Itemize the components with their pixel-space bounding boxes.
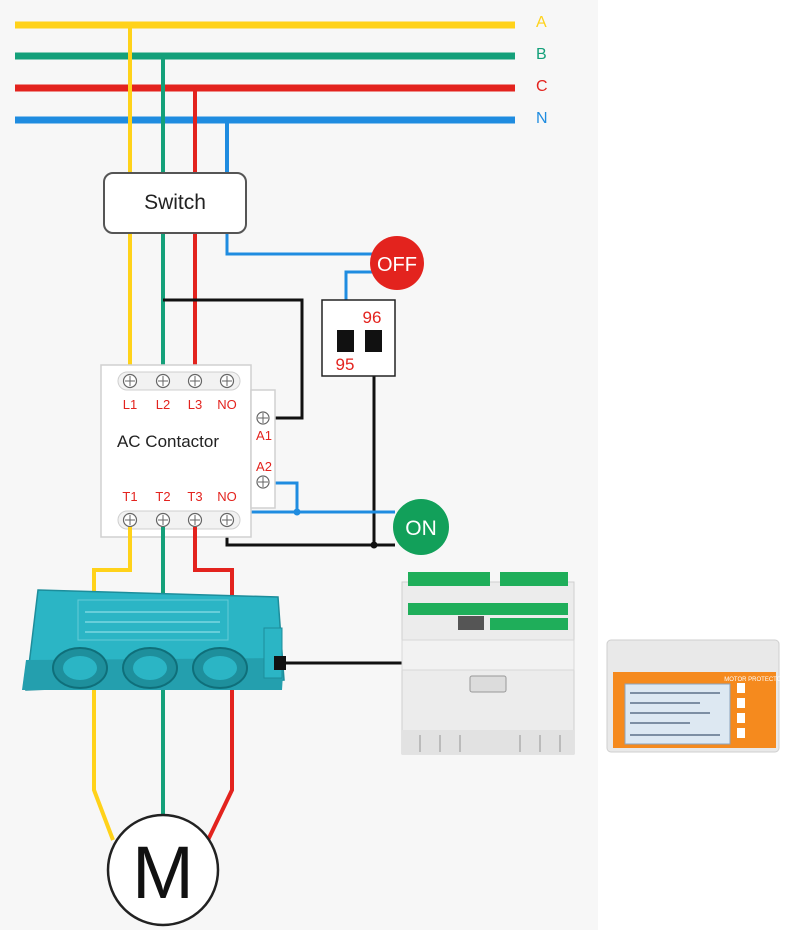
protection-module — [401, 572, 575, 755]
terminal-label-t1: T1 — [122, 489, 137, 504]
terminal-label-t3: T3 — [187, 489, 202, 504]
relay-label-95: 95 — [336, 355, 355, 374]
relay-contact-95 — [337, 330, 354, 352]
terminal-label-a2: A2 — [256, 459, 272, 474]
terminal-label-a1: A1 — [256, 428, 272, 443]
diagram-panel — [0, 0, 598, 930]
bus-label-c: C — [536, 78, 548, 95]
off-button — [370, 236, 424, 290]
off-button-label: OFF — [377, 254, 417, 276]
bus-label-n: N — [536, 110, 548, 127]
terminal-label-l1: L1 — [123, 397, 137, 412]
motor-protector-title: MOTOR PROTECTOR — [724, 677, 786, 683]
ac-contactor — [100, 364, 276, 538]
motor-label: M — [132, 831, 194, 914]
terminal-label-no-top: NO — [217, 397, 237, 412]
switch-box — [103, 172, 247, 234]
motor — [106, 813, 220, 927]
bottom-terminal-screws — [122, 512, 235, 528]
current-transformer — [22, 589, 286, 691]
bus-label-a: A — [536, 14, 547, 31]
relay-contact-96 — [365, 330, 382, 352]
motor-protector-display — [606, 639, 780, 753]
terminal-label-l2: L2 — [156, 397, 170, 412]
switch-label: Switch — [144, 191, 206, 214]
coil-terminal-screws — [256, 411, 270, 489]
terminal-label-t2: T2 — [155, 489, 170, 504]
contactor-title: AC Contactor — [117, 432, 219, 451]
on-button-label: ON — [405, 517, 437, 540]
relay-label-96: 96 — [363, 308, 382, 327]
thermal-relay-box — [321, 299, 396, 377]
top-terminal-screws — [122, 373, 235, 389]
on-button — [393, 499, 449, 555]
bus-label-b: B — [536, 46, 547, 63]
terminal-label-no-bottom: NO — [217, 489, 237, 504]
terminal-label-l3: L3 — [188, 397, 202, 412]
